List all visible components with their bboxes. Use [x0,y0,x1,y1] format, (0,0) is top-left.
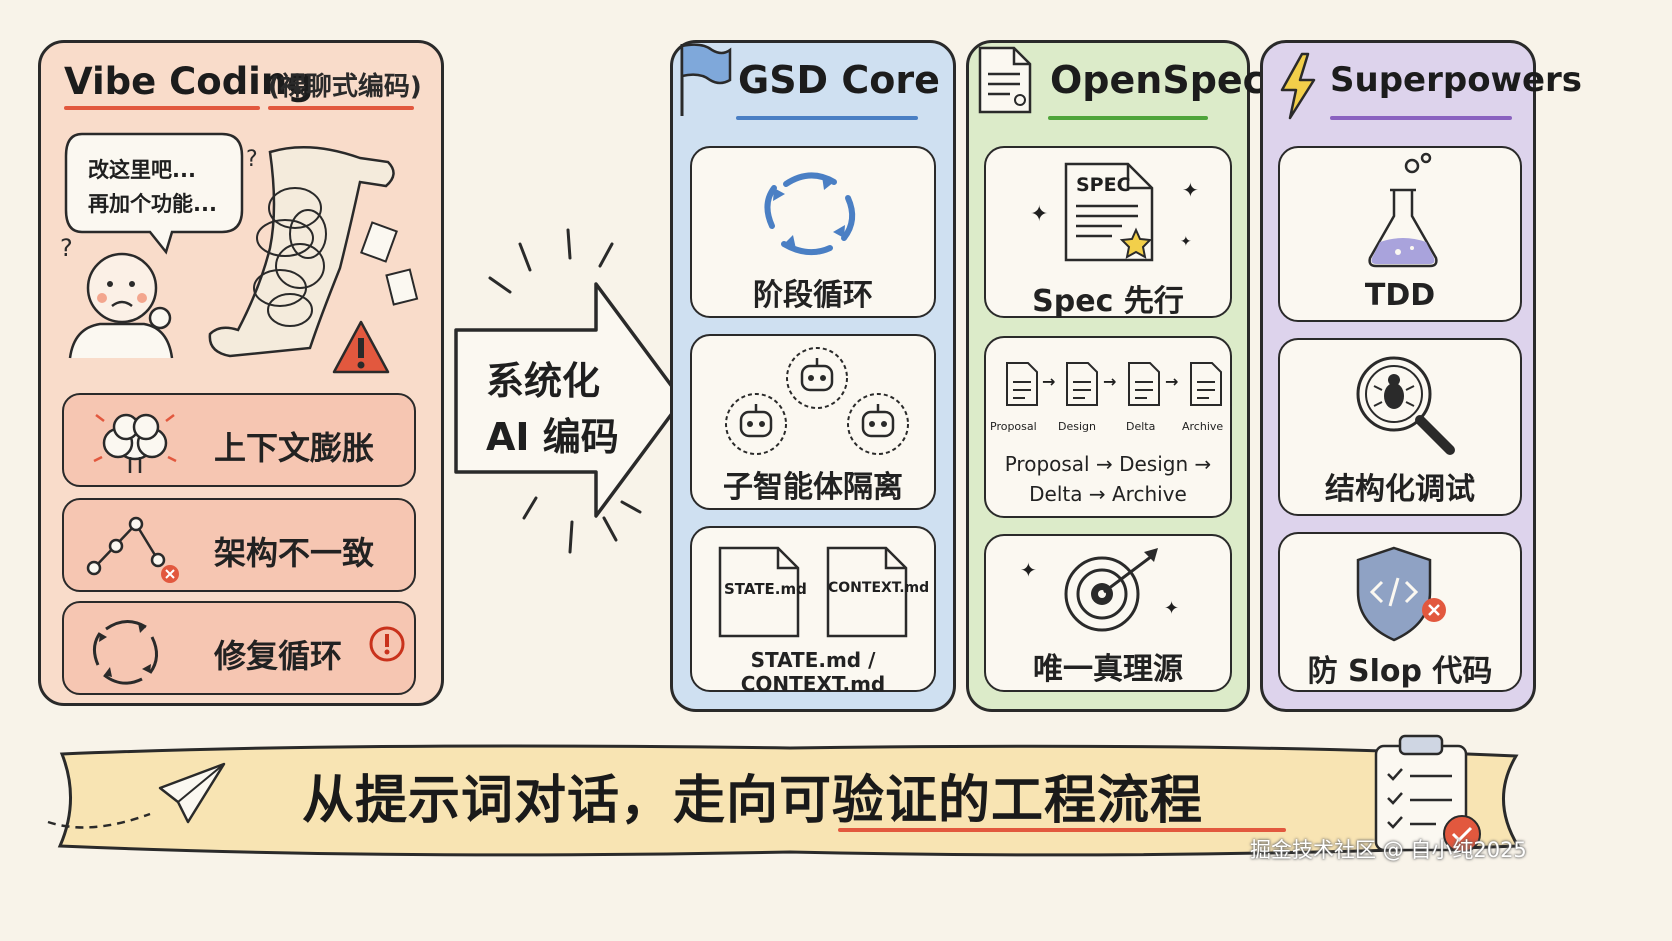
sparkle-icon: ✦ [1182,178,1199,202]
context-file-name: CONTEXT.md [828,580,930,596]
spec-doc-label: SPEC [1076,174,1131,196]
vibe-subtitle-underline [268,106,414,110]
document-icon [978,46,1032,114]
file-icon [826,546,908,638]
problem-label-2: 修复循环 [214,637,343,675]
watermark: 掘金技术社区 @ 自小纯2025 [1250,838,1527,862]
explosion-icon [93,413,177,473]
flask-icon [1368,152,1438,268]
gsd-card-phase-loop: 阶段循环 [690,146,936,318]
arrow-text-line-2: AI 编码 [486,415,619,459]
cycle-arrows-icon [93,620,158,685]
bug-magnifier-icon [1356,356,1455,455]
svg-text:?: ? [60,234,73,262]
banner-ribbon [57,744,1521,857]
gsd-title-underline [736,116,918,120]
spec-document-icon [1064,162,1154,262]
big-arrow-icon [454,282,684,518]
vibe-coding-subtitle: (裸聊式编码) [268,72,422,102]
gsd-card-label-1: 子智能体隔离 [723,470,903,505]
banner-underline [838,828,1286,832]
superpowers-card-label-2: 防 Slop 代码 [1307,654,1493,689]
state-file-name: STATE.md [724,580,807,598]
superpowers-title-underline [1330,116,1512,120]
sparkle-icon: ✦ [1030,202,1049,227]
flag-icon [680,43,732,116]
arrow-right-icon: → [1103,372,1117,391]
target-icon [1064,548,1158,632]
step-label-design: Design [1058,420,1096,433]
superpowers-card-structured-debug: 结构化调试 [1278,338,1522,516]
problem-label-0: 上下文膨胀 [214,429,375,467]
openspec-card-single-source: ✦ ✦ 唯一真理源 [984,534,1232,692]
gsd-card-label-0: 阶段循环 [753,278,873,313]
vibe-coding-title: Vibe Coding [64,60,314,103]
shield-code-icon [1356,546,1446,642]
workflow-steps: → → → Proposal Design Delta Archive [990,358,1230,438]
error-icon [369,626,405,662]
sparkle-icon: ✦ [1180,234,1192,250]
lightning-icon [1280,52,1316,120]
step-label-proposal: Proposal [990,420,1037,433]
problem-label-1: 架构不一致 [214,534,375,572]
bubble-line-1: 改这里吧... [88,158,196,182]
paper-plane-icon [47,762,226,829]
file-icon [1128,362,1160,406]
openspec-title: OpenSpec [1050,58,1266,102]
vibe-title-underline [64,106,260,110]
burst-lines-icon [488,228,642,554]
openspec-card-label-1-line1: Proposal → Design → [1004,452,1212,476]
arrow-right-icon: → [1042,372,1056,391]
openspec-card-workflow: → → → Proposal Design Delta Archive Prop… [984,336,1232,518]
gsd-card-subagent-isolation: 子智能体隔离 [690,334,936,510]
step-label-delta: Delta [1126,420,1156,433]
file-icon [1006,362,1038,406]
warning-icon [332,320,390,374]
arrow-text-line-1: 系统化 [486,359,601,403]
arrow-right-icon: → [1165,372,1179,391]
superpowers-title: Superpowers [1330,60,1583,100]
speech-bubble-icon [64,132,244,255]
openspec-card-spec-first: SPEC ✦ ✦ ✦ Spec 先行 [984,146,1232,319]
superpowers-card-anti-slop: 防 Slop 代码 [1278,532,1522,692]
confused-person-icon: ? [60,234,174,359]
superpowers-card-label-1: 结构化调试 [1325,472,1475,507]
problem-architecture-inconsistent: 架构不一致 [62,498,416,592]
problem-fix-loop: 修复循环 [62,601,416,695]
banner-text: 从提示词对话，走向可验证的工程流程 [302,771,1204,831]
file-icon [1066,362,1098,406]
broken-graph-icon [86,516,179,583]
sparkle-icon: ✦ [1020,558,1037,582]
file-icon [718,546,800,638]
superpowers-card-tdd: TDD [1278,146,1522,322]
gsd-card-state-context: STATE.md CONTEXT.md STATE.md / CONTEXT.m… [690,526,936,696]
superpowers-card-label-0: TDD [1364,278,1436,313]
openspec-title-underline [1048,116,1208,120]
openspec-card-label-1-line2: Delta → Archive [1029,482,1187,506]
file-icon [1190,362,1222,406]
openspec-card-label-2: 唯一真理源 [1033,652,1183,687]
bubble-line-2: 再加个功能... [88,192,217,216]
svg-text:?: ? [246,147,258,172]
sparkle-icon: ✦ [1164,598,1180,619]
problem-context-bloat: 上下文膨胀 [62,393,416,487]
openspec-card-label-0: Spec 先行 [1032,284,1184,319]
step-label-archive: Archive [1182,420,1224,433]
gsd-card-label-2: STATE.md / CONTEXT.md [740,648,886,696]
cycle-arrows-icon [764,172,856,256]
checklist-icon [1374,734,1481,853]
robots-icon [725,347,909,455]
tangled-scroll-icon: ? [208,145,419,358]
gsd-core-title: GSD Core [738,58,940,102]
